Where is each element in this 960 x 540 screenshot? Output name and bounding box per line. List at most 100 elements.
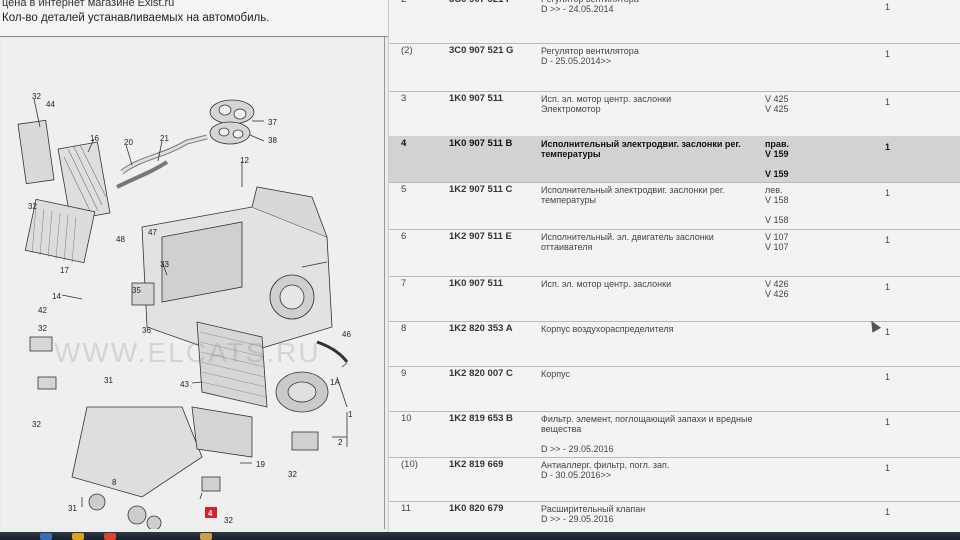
callout-35[interactable]: 35: [132, 286, 141, 295]
part-number[interactable]: 3C0 907 521 G: [449, 45, 514, 56]
parts-table: 2 3C0 907 521 FРегулятор вентилятора D >>…: [388, 0, 960, 532]
callout-19[interactable]: 19: [256, 460, 265, 469]
part-number[interactable]: 1K2 820 007 C: [449, 368, 513, 379]
highlighted-callout-box: [205, 507, 217, 518]
row-number: (10): [401, 459, 418, 470]
part-number[interactable]: 1K2 907 511 C: [449, 184, 513, 195]
part-number[interactable]: 1K2 819 669: [449, 459, 504, 470]
part-quantity: 1: [885, 463, 891, 473]
part-name: Корпус: [541, 369, 571, 379]
diagram-header: цена в интернет магазине Exist.ru Кол-во…: [0, 0, 388, 37]
part-notes: V 426 V 426: [765, 279, 789, 299]
table-row[interactable]: 10 1K2 819 653 B Фильтр. элемент, поглощаю…: [389, 411, 960, 458]
part-name: Регулятор вентилятора D >> - 24.05.2014: [541, 0, 639, 14]
callout-12[interactable]: 12: [240, 156, 249, 165]
explorer-icon[interactable]: [200, 533, 212, 540]
table-row[interactable]: 8 1K2 820 353 A Корпус воздухораспределите…: [389, 321, 960, 367]
part-number[interactable]: 1K2 907 511 E: [449, 231, 512, 242]
part-number[interactable]: 3C0 907 521 F: [449, 0, 559, 5]
part-quantity: 1: [885, 97, 891, 107]
part-name: Фильтр. элемент, поглощающий запахи и вр…: [541, 414, 753, 454]
callout-48[interactable]: 48: [116, 235, 125, 244]
part-quantity: 1: [885, 142, 891, 152]
row-number: 4: [401, 138, 407, 149]
callout-20[interactable]: 20: [124, 138, 133, 147]
part-quantity: 1: [885, 282, 891, 292]
callout-4-highlighted[interactable]: 4: [208, 509, 213, 518]
callout-14[interactable]: 14: [52, 292, 61, 301]
callout-2[interactable]: 2: [338, 438, 343, 447]
start-icon[interactable]: [40, 533, 52, 540]
row-number: 3: [401, 93, 407, 104]
row-number: 10: [401, 413, 412, 424]
callout-32[interactable]: 32: [32, 92, 41, 101]
row-number: 9: [401, 368, 407, 379]
part-number[interactable]: 1K0 907 511: [449, 93, 503, 104]
part-name: Исполнительный электродвиг. заслонки рег…: [541, 139, 741, 159]
part-number[interactable]: 1K0 820 679: [449, 503, 504, 514]
table-row[interactable]: 6 1K2 907 511 E Исполнительный. эл. двигат…: [389, 229, 960, 277]
part-name: Регулятор вентилятора D - 25.05.2014>>: [541, 46, 639, 66]
callout-43[interactable]: 43: [180, 380, 189, 389]
part-number[interactable]: 1K2 820 353 A: [449, 323, 513, 334]
row-number: 2: [401, 0, 406, 5]
part-number[interactable]: 1K0 907 511: [449, 278, 503, 289]
callout-31b[interactable]: 31: [68, 504, 77, 513]
watermark: WWW.ELCATS.RU: [54, 337, 321, 368]
row-number: 6: [401, 231, 407, 242]
callout-46[interactable]: 46: [342, 330, 351, 339]
part-notes: V 107 V 107: [765, 232, 789, 252]
callout-17[interactable]: 17: [60, 266, 69, 275]
table-row[interactable]: 5 1K2 907 511 C Исполнительный электродвиг…: [389, 182, 960, 230]
part-quantity: 1: [885, 49, 891, 59]
callout-44[interactable]: 44: [46, 100, 55, 109]
exploded-diagram[interactable]: 32 44 16 20 21 37 38 12 32 17 48 47 33 1…: [2, 37, 385, 529]
callout-42[interactable]: 42: [38, 306, 47, 315]
callout-1[interactable]: 1: [348, 410, 353, 419]
callout-47[interactable]: 47: [148, 228, 157, 237]
table-row[interactable]: 4 1K0 907 511 B Исполнительный электродвиг…: [389, 136, 960, 183]
shop-note: цена в интернет магазине Exist.ru: [2, 0, 175, 9]
callout-32d[interactable]: 32: [32, 420, 41, 429]
part-number[interactable]: 1K2 819 653 B: [449, 413, 513, 424]
part-quantity: 1: [885, 507, 891, 517]
callout-32e[interactable]: 32: [288, 470, 297, 479]
part-name: Расширительный клапан D >> - 29.05.2016: [541, 504, 646, 524]
callout-38[interactable]: 38: [268, 136, 277, 145]
part-quantity: 1: [885, 235, 891, 245]
exploded-diagram-drawing: 32 44 16 20 21 37 38 12 32 17 48 47 33 1…: [17, 92, 353, 529]
callout-33[interactable]: 33: [160, 260, 169, 269]
quantity-note: Кол-во деталей устанавливаемых на автомо…: [2, 12, 270, 24]
row-number: 8: [401, 323, 407, 334]
table-row[interactable]: 2 3C0 907 521 FРегулятор вентилятора D >>…: [389, 0, 960, 44]
callout-31[interactable]: 31: [104, 376, 113, 385]
callout-37[interactable]: 37: [268, 118, 277, 127]
row-number: 7: [401, 278, 407, 289]
part-quantity: 1: [885, 188, 891, 198]
part-name: Корпус воздухораспределителя: [541, 324, 674, 334]
part-notes: лев. V 158 V 158: [765, 185, 789, 225]
callout-32c[interactable]: 32: [38, 324, 47, 333]
callout-16[interactable]: 16: [90, 134, 99, 143]
part-notes: V 425 V 425: [765, 94, 789, 114]
part-name: Исполнительный электродвиг. заслонки рег…: [541, 185, 725, 205]
callout-1a[interactable]: 1A: [330, 378, 340, 387]
part-number[interactable]: 1K0 907 511 B: [449, 138, 513, 149]
callout-36[interactable]: 36: [142, 326, 151, 335]
row-number: 5: [401, 184, 407, 195]
callout-32b[interactable]: 32: [28, 202, 37, 211]
part-name: Исполнительный. эл. двигатель заслонки о…: [541, 232, 714, 252]
callout-32f[interactable]: 32: [224, 516, 233, 525]
callout-8[interactable]: 8: [112, 478, 117, 487]
folder-icon[interactable]: [72, 533, 84, 540]
part-quantity: 1: [885, 417, 891, 427]
browser-icon[interactable]: [104, 533, 116, 540]
callout-21[interactable]: 21: [160, 134, 169, 143]
diagram-panel: цена в интернет магазине Exist.ru Кол-во…: [0, 0, 388, 532]
